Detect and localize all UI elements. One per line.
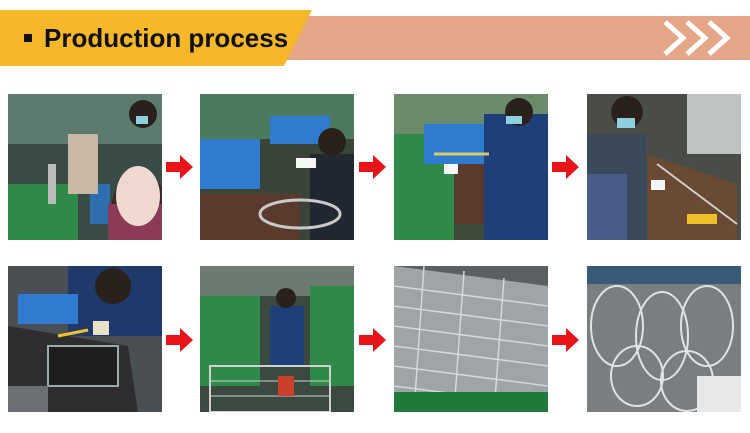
chevron-right-icon [685, 20, 709, 56]
chevron-right-icon [663, 20, 687, 56]
banner-background [0, 10, 750, 66]
photo-worker-bending-wire [200, 94, 354, 240]
arrow-right-icon [166, 154, 194, 180]
banner-title-text: Production process [44, 23, 289, 53]
photo-worker-cutting-wire [394, 94, 548, 240]
photo-worker-spot-welding [8, 266, 162, 412]
section-banner: Production process [0, 10, 750, 66]
page-title: Production process [24, 19, 288, 57]
photo-worker-assembling-frame [587, 94, 741, 240]
photo-stacked-wire-grids [394, 266, 548, 412]
arrow-right-icon [166, 327, 194, 353]
arrow-right-icon [359, 327, 387, 353]
arrow-right-icon [552, 327, 580, 353]
chevron-right-icon [707, 20, 731, 56]
photo-finished-baskets [587, 266, 741, 412]
arrow-right-icon [359, 154, 387, 180]
photo-worker-welding-wire [8, 94, 162, 240]
photo-worker-machine-welding [200, 266, 354, 412]
bullet-icon [24, 34, 32, 43]
arrow-right-icon [552, 154, 580, 180]
